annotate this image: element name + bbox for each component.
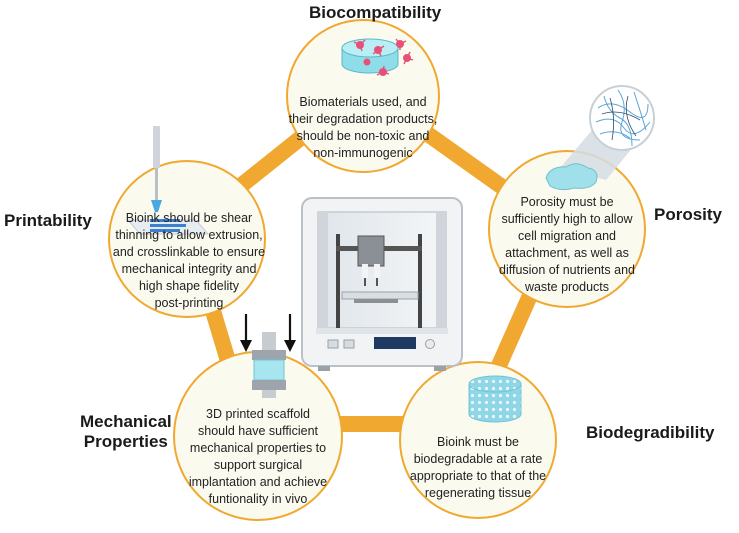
text-line: should be non-toxic and (296, 129, 430, 143)
text-biocompatibility: Biomaterials used, and their degradation… (283, 94, 443, 162)
text-line: Biomaterials used, and (299, 95, 427, 109)
text-line: Porosity must be (520, 195, 614, 209)
circle-printability (108, 160, 266, 318)
text-line: and crosslinkable to ensure (112, 245, 266, 259)
heading-mechanical-line1: Mechanical (80, 412, 172, 431)
text-line: appropriate to that of the (409, 469, 547, 483)
text-line: sufficiently high to allow (501, 212, 633, 226)
heading-biodegradibility: Biodegradibility (586, 423, 715, 442)
heading-porosity: Porosity (654, 205, 723, 224)
text-line: Bioink should be shear (125, 211, 253, 225)
text-line: their degradation products, (288, 112, 438, 126)
text-line: waste products (524, 280, 610, 294)
text-line: diffusion of nutrients and (499, 263, 635, 277)
text-line: regenerating tissue (424, 486, 532, 500)
text-line: biodegradable at a rate (413, 452, 543, 466)
cells-on-scaffold-icon (341, 38, 414, 76)
text-line: implantation and achieve (188, 475, 328, 489)
extrusion-nozzle-icon (126, 126, 210, 235)
text-line: mechanical integrity and (121, 262, 257, 276)
text-mechanical: 3D printed scaffold should have sufficie… (178, 406, 338, 508)
compression-test-icon (240, 314, 296, 398)
text-line: cell migration and (518, 229, 616, 243)
text-line: support surgical (213, 458, 303, 472)
text-line: non-immunogenic (313, 146, 413, 160)
text-line: mechanical properties to (189, 441, 327, 455)
text-porosity: Porosity must be sufficiently high to al… (487, 194, 647, 296)
degradable-scaffold-icon (468, 375, 522, 423)
text-printability: Bioink should be shear thinning to allow… (107, 210, 271, 312)
text-line: should have sufficient (198, 424, 318, 438)
text-line: thinning to allow extrusion, (115, 228, 263, 242)
circle-biocompatibility (286, 19, 440, 173)
3d-bioprinter-icon (301, 197, 463, 371)
circle-porosity (488, 150, 646, 308)
text-line: post-printing (154, 296, 224, 310)
text-line: attachment, as well as (505, 246, 629, 260)
porous-scaffold-icon (545, 85, 655, 191)
heading-mechanical-properties: Mechanical Properties (80, 412, 172, 452)
text-biodegradibility: Bioink must be biodegradable at a rate a… (398, 434, 558, 502)
text-line: funtionality in vivo (208, 492, 308, 506)
text-line: Bioink must be (437, 435, 519, 449)
heading-printability: Printability (4, 211, 92, 230)
text-line: 3D printed scaffold (206, 407, 310, 421)
heading-biocompatibility: Biocompatibility (309, 3, 442, 22)
heading-mechanical-line2: Properties (83, 432, 168, 451)
text-line: high shape fidelity (138, 279, 240, 293)
